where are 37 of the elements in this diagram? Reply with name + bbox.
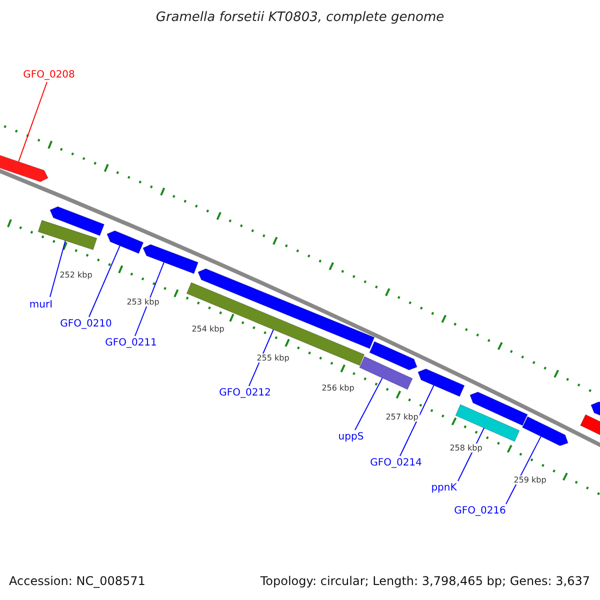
leader-line — [18, 82, 48, 162]
scale-label: 254 kbp — [190, 324, 226, 334]
gene-label: GFO_0216 — [454, 506, 506, 516]
scale-label: 259 kbp — [512, 476, 548, 484]
scale-label: 255 kbp — [256, 354, 290, 362]
scale-label: 257 kbp — [384, 412, 420, 422]
title: Gramella forsetii KT0803, complete genome — [154, 10, 446, 25]
gene-feature — [522, 416, 568, 446]
leader-line — [248, 329, 274, 386]
leader-line — [88, 245, 120, 318]
leader-line — [400, 384, 434, 456]
leader-line — [506, 436, 542, 504]
gene-feature — [359, 356, 413, 390]
gene-feature — [455, 404, 520, 442]
scale-label: 258 kbp — [448, 444, 484, 452]
scale-label: 256 kbp — [320, 384, 356, 392]
gene-feature — [418, 368, 465, 397]
leader-line — [50, 240, 66, 298]
accession-text: Accession: NC_008571 — [9, 574, 146, 588]
gene-label: uppS — [338, 432, 364, 442]
gene-feature — [106, 230, 144, 254]
gene-label: GFO_0212 — [219, 388, 271, 398]
scale-label: 253 kbp — [126, 298, 160, 306]
leader-line — [354, 377, 383, 430]
scale-label: 252 kbp — [58, 270, 94, 280]
gene-label: murI — [29, 300, 53, 310]
gene-feature — [186, 282, 365, 366]
gene-label: GFO_0210 — [60, 318, 112, 330]
gene-label: ppnK — [431, 482, 457, 494]
gene-feature — [38, 220, 98, 250]
gene-feature — [142, 244, 198, 274]
gene-label: GFO_0214 — [370, 458, 422, 468]
genome-info-text: Topology: circular; Length: 3,798,465 bp; Genes: 3,637 — [260, 574, 590, 588]
gene-label: GFO_0211 — [105, 338, 157, 348]
gene-label: GFO_0208 — [23, 70, 75, 80]
gene-feature — [0, 154, 48, 182]
leader-line — [134, 262, 164, 336]
